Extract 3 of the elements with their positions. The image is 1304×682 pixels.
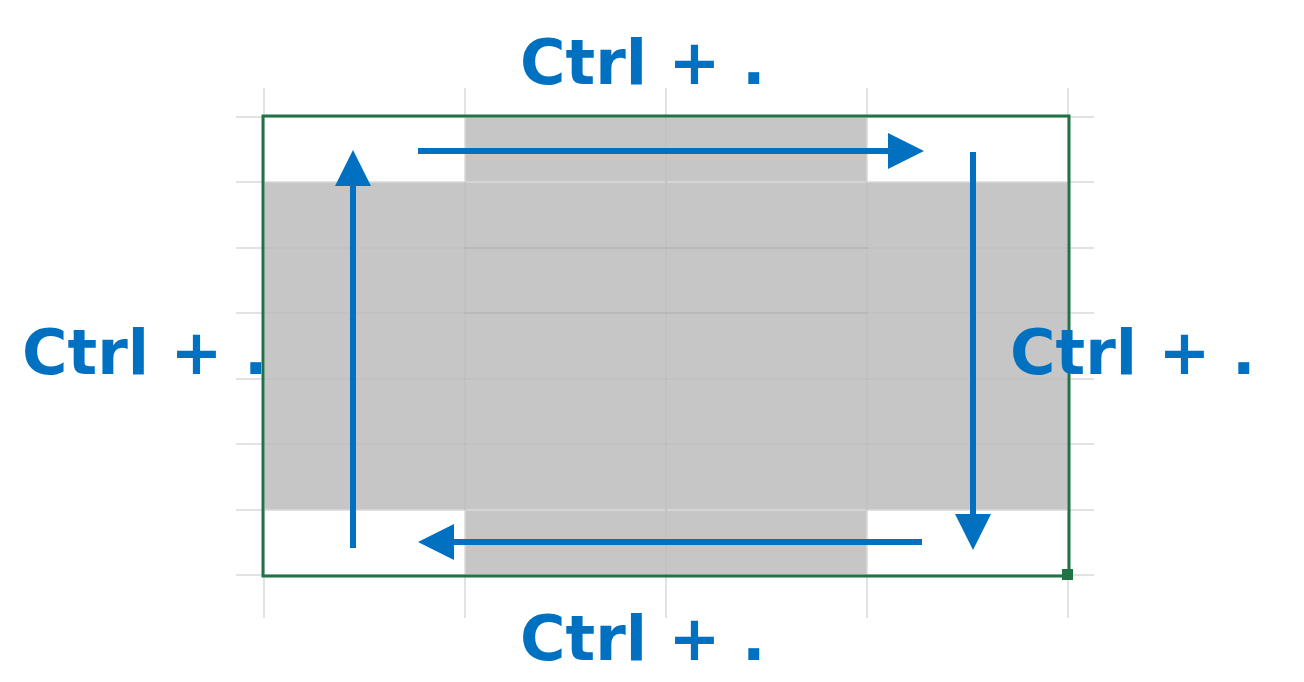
shortcut-label: Ctrl + . [520,32,766,94]
shortcut-label: Ctrl + . [520,608,766,670]
shortcut-label: Ctrl + . [22,322,268,384]
